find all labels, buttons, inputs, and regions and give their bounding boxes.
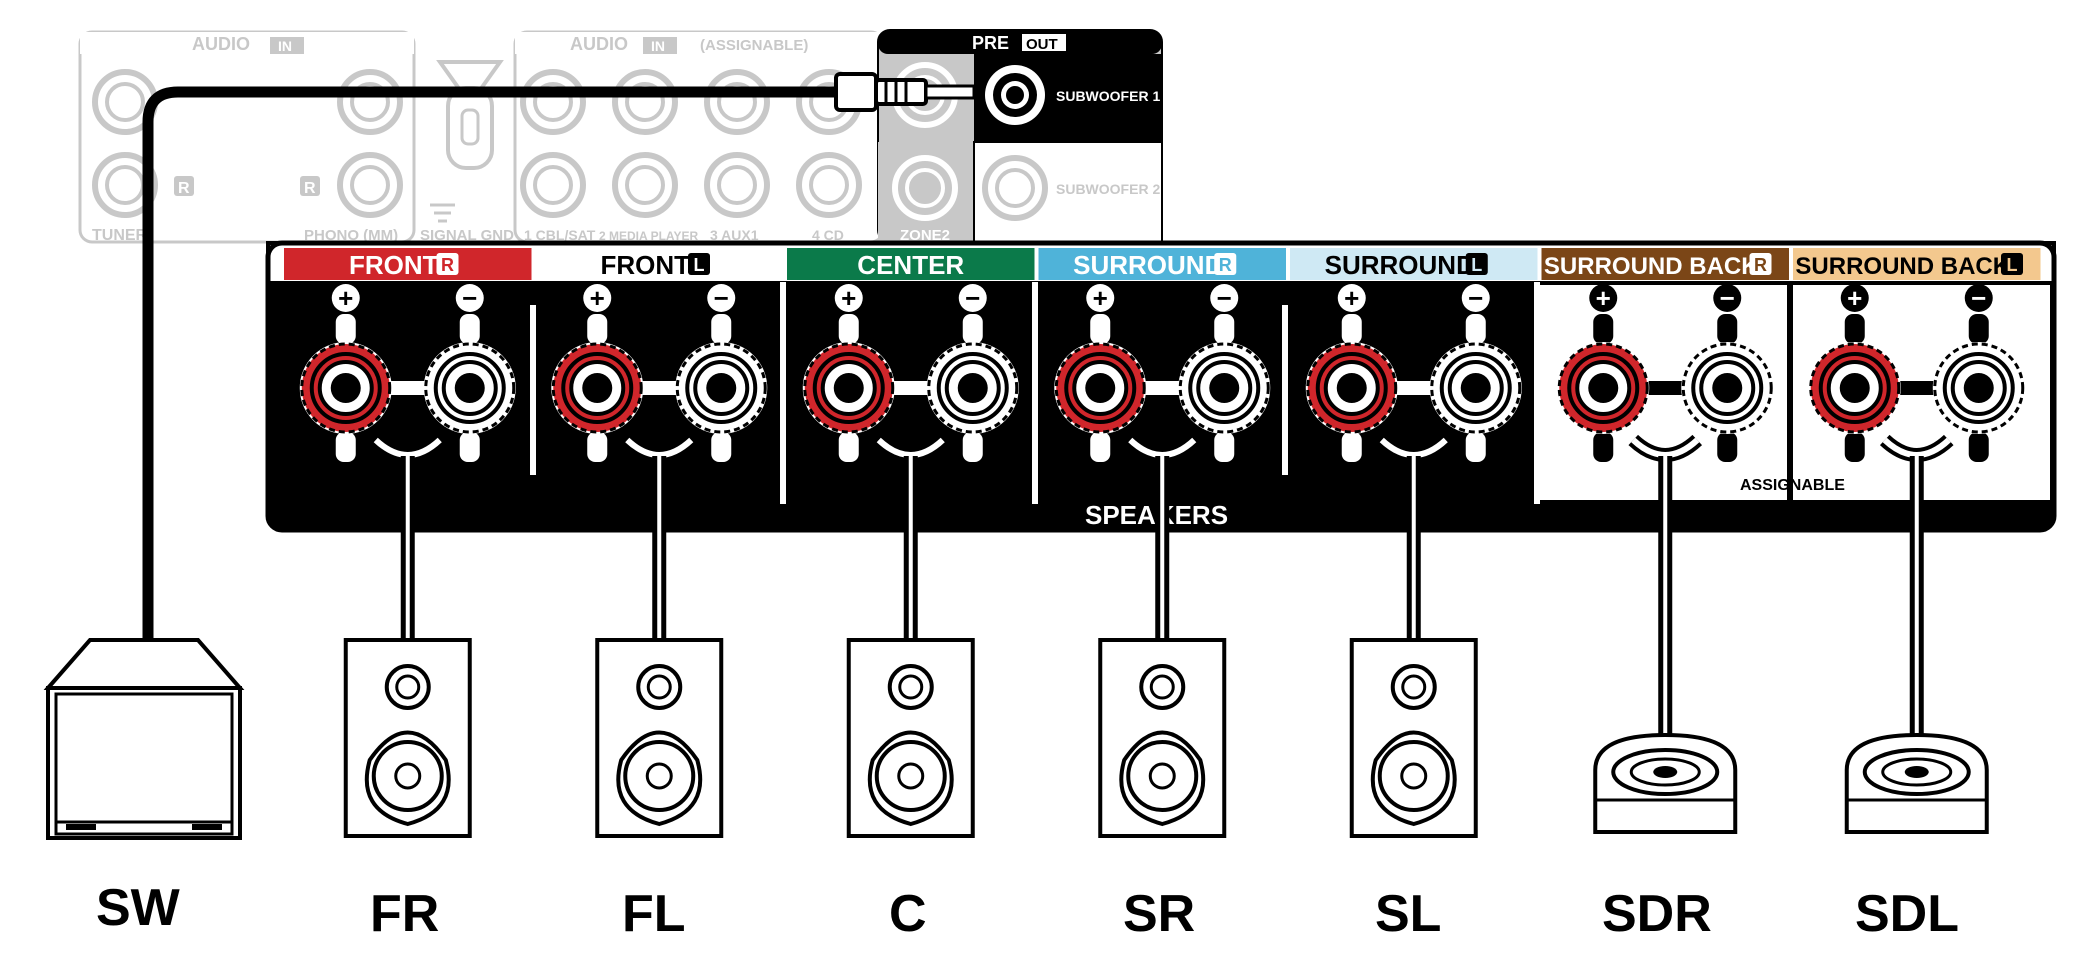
header-sr: SURROUND R: [1038, 248, 1286, 280]
minus-sign-fl: −: [714, 283, 729, 313]
input-label-3: 3 AUX1: [710, 227, 759, 243]
header-side-sdl: L: [2007, 255, 2018, 275]
pre-out-label: PRE: [972, 33, 1009, 53]
speaker-sdl: [1844, 732, 1989, 834]
phono-jack-top: [337, 69, 403, 135]
phono-jack-bottom: [337, 152, 403, 218]
speaker-sl: [1349, 638, 1478, 838]
header-label-sl: SURROUND: [1325, 250, 1475, 280]
header-c: CENTER: [787, 248, 1035, 280]
header-sdl: SURROUND BACK L: [1793, 248, 2041, 280]
header-label-sdr: SURROUND BACK: [1544, 253, 1759, 280]
header-label-c: CENTER: [857, 250, 964, 280]
speaker-label-fl: FL: [622, 885, 686, 943]
subwoofer-1-jack: [985, 65, 1045, 125]
header-side-sr: R: [1219, 255, 1232, 275]
terminal-pair-fr: +−: [299, 283, 516, 462]
header-side-fr: R: [441, 255, 454, 275]
header-label-sr: SURROUND: [1073, 250, 1223, 280]
subwoofer-sw: [43, 638, 245, 840]
subwoofer-cable: [142, 72, 976, 640]
audio-in-panel-2: AUDIO IN (ASSIGNABLE) 1 CBL/SAT 2 MEDIA …: [513, 30, 885, 244]
speaker-sdr: [1593, 732, 1738, 834]
audio-in-2-label: AUDIO: [570, 34, 628, 54]
minus-sign-sl: −: [1468, 283, 1483, 313]
subwoofer-2-jack-outline: [982, 155, 1048, 221]
speaker-label-fr: FR: [370, 885, 439, 943]
speaker-cables: [343, 456, 1989, 838]
audio-in-2-note: (ASSIGNABLE): [700, 37, 808, 54]
plus-sign-fr: +: [338, 283, 353, 313]
audio-in-1-label: AUDIO: [192, 34, 250, 54]
plus-sign-sdr: +: [1596, 283, 1611, 313]
pre-out-tag: OUT: [1026, 36, 1058, 53]
terminal-pair-c: +−: [802, 283, 1019, 462]
signal-gnd-label: SIGNAL GND: [420, 227, 514, 244]
pre-out-panel: PRE OUT SUBWOOFER 1 SUBWOOFER 2 SUBWOOFE…: [877, 29, 1163, 244]
speaker-label-sl: SL: [1375, 885, 1441, 943]
plus-sign-sdl: +: [1847, 283, 1862, 313]
header-sdr: SURROUND BACK R: [1541, 248, 1789, 280]
input-label-1: 1 CBL/SAT: [524, 227, 596, 243]
zone2-label: ZONE2: [900, 227, 950, 244]
subwoofer-2-label-redraw: SUBWOOFER 2: [1056, 181, 1160, 197]
terminal-pair-sdr: +−: [1557, 283, 1774, 462]
minus-sign-sdl: −: [1971, 283, 1986, 313]
rca-plug: [834, 72, 976, 112]
minus-sign-sdr: −: [1720, 283, 1735, 313]
signal-gnd-terminal: [430, 60, 504, 223]
plus-sign-sl: +: [1344, 283, 1359, 313]
terminal-pair-sr: +−: [1054, 283, 1271, 462]
speaker-labels: SW FR FL C SR SL SDR SDL: [96, 879, 1959, 943]
speaker-c: [846, 638, 975, 838]
header-side-sdr: R: [1754, 255, 1767, 275]
r-mark-2: R: [304, 180, 316, 197]
plus-sign-sr: +: [1093, 283, 1108, 313]
speaker-fr: [343, 638, 472, 838]
minus-sign-sr: −: [1217, 283, 1232, 313]
plus-sign-c: +: [841, 283, 856, 313]
header-label-fr: FRONT: [349, 250, 439, 280]
header-label-sdl: SURROUND BACK: [1795, 253, 2010, 280]
header-sl: SURROUND L: [1290, 248, 1538, 280]
terminal-pair-fl: +−: [551, 283, 768, 462]
plus-sign-fl: +: [590, 283, 605, 313]
subwoofer-1-label: SUBWOOFER 1: [1056, 88, 1160, 104]
speaker-label-c: C: [889, 885, 927, 943]
header-fr: FRONT R: [284, 248, 532, 280]
speaker-label-sr: SR: [1123, 885, 1195, 943]
phono-label: PHONO (MM): [304, 227, 398, 244]
input-jacks: [520, 69, 862, 218]
header-fl: FRONT L: [535, 248, 783, 280]
speaker-fl: [595, 638, 724, 838]
tuner-label: TUNER: [92, 227, 148, 244]
assignable-label: ASSIGNABLE: [1740, 477, 1845, 494]
terminal-pair-sl: +−: [1305, 283, 1522, 462]
terminal-pair-sdl: +−: [1808, 283, 2025, 462]
input-label-2: 2 MEDIA PLAYER: [599, 229, 698, 243]
input-label-4: 4 CD: [812, 227, 844, 243]
speaker-label-sdl: SDL: [1855, 885, 1959, 943]
audio-in-2-tag: IN: [651, 38, 665, 54]
audio-in-1-tag: IN: [278, 38, 292, 54]
header-label-fl: FRONT: [600, 250, 690, 280]
minus-sign-fr: −: [462, 283, 477, 313]
channel-terminals: +−+−+−+−+−+−+−: [299, 283, 2025, 462]
r-mark-1: R: [178, 180, 190, 197]
speaker-sr: [1098, 638, 1227, 838]
header-side-fl: L: [694, 255, 705, 275]
speaker-label-sdr: SDR: [1602, 885, 1712, 943]
minus-sign-c: −: [965, 283, 980, 313]
speaker-label-sw: SW: [96, 879, 181, 937]
header-side-sl: L: [1471, 255, 1482, 275]
